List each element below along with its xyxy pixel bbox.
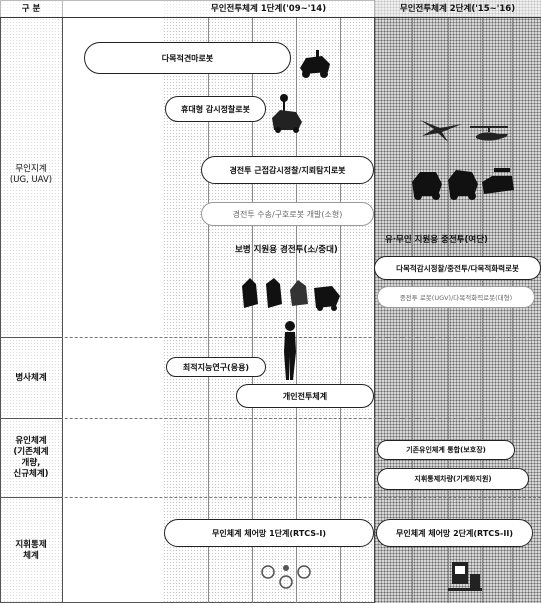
light-recon-bar: 경전투 근접감시정찰/지뢰탐지로봇 (201, 156, 374, 184)
command-vehicle-bar: 지휘통제차량(기계화지원) (377, 468, 529, 490)
drone-support-label: 유·무인 지원용 중전투(여단) (385, 235, 488, 245)
grid-line (448, 18, 449, 603)
row-separator (0, 337, 62, 338)
category-column-bg (0, 0, 62, 603)
grid-line (412, 18, 413, 603)
uav-icon (418, 114, 464, 144)
surveillance-robot-icon (270, 92, 304, 134)
manned-integrated-bar: 기존유인체계 통합(보호장) (377, 440, 515, 460)
infantry-support-label: 보병 지원용 경전투(소/중대) (235, 245, 338, 255)
armored-robot-icon (296, 46, 334, 80)
category-divider (62, 0, 63, 603)
soldier-silhouette-icon (282, 320, 298, 382)
light-support-faint-bar: 경전투 수송/구호로봇 개발(소형) (201, 202, 374, 226)
row-label-ugv: 무인지계 (UG, UAV) (9, 164, 53, 185)
portable-surveillance-bar: 휴대형 감시정찰로봇 (165, 96, 266, 122)
row-separator (0, 418, 541, 419)
row-separator (0, 418, 62, 419)
grid-line (482, 18, 483, 603)
infantry-robot-group-icon (236, 274, 344, 312)
grid-line (208, 18, 209, 603)
header-category: 구 분 (21, 3, 41, 14)
c2-phase2-bar: 무인체계 체어망 2단계(RTCS-II) (376, 519, 533, 547)
grid-line (296, 18, 297, 603)
ugv-group-icon (408, 160, 516, 202)
helicopter-icon (468, 124, 510, 146)
heavy-faint-bar: 중전투 로봇(UGV)/다목적화력로봇(대형) (377, 286, 535, 308)
multi-towing-robot-bar: 다목적견마로봇 (84, 42, 291, 74)
grid-line (252, 18, 253, 603)
multi-heavy-bar: 다목적감시정찰/중전투/다목적화력로봇 (374, 256, 541, 280)
header-phase2: 무인전투체계 2단계('15~'16) (399, 3, 516, 14)
individual-combat-bar: 개인전투체계 (236, 384, 374, 408)
row-label-manned: 유인체계 (기존체계 개량, 신규체계) (13, 436, 49, 479)
phase-divider (374, 0, 375, 603)
antenna-robot-icon (256, 562, 318, 592)
c2-phase1-bar: 무인체계 체어망 1단계(RTCS-I) (164, 519, 374, 547)
row-separator (0, 497, 62, 498)
row-separator (0, 337, 541, 338)
grid-line (512, 18, 513, 603)
header-row (0, 0, 541, 18)
grid-line (340, 18, 341, 603)
intelligence-study-bar: 최적지능연구(응용) (166, 357, 266, 377)
header-phase1: 무인전투체계 1단계('09~'14) (210, 3, 327, 14)
row-label-c2: 지휘통제 체계 (15, 539, 47, 561)
row-separator (0, 497, 541, 498)
row-label-weapon: 병사체계 (15, 372, 47, 383)
control-station-icon (446, 558, 486, 594)
